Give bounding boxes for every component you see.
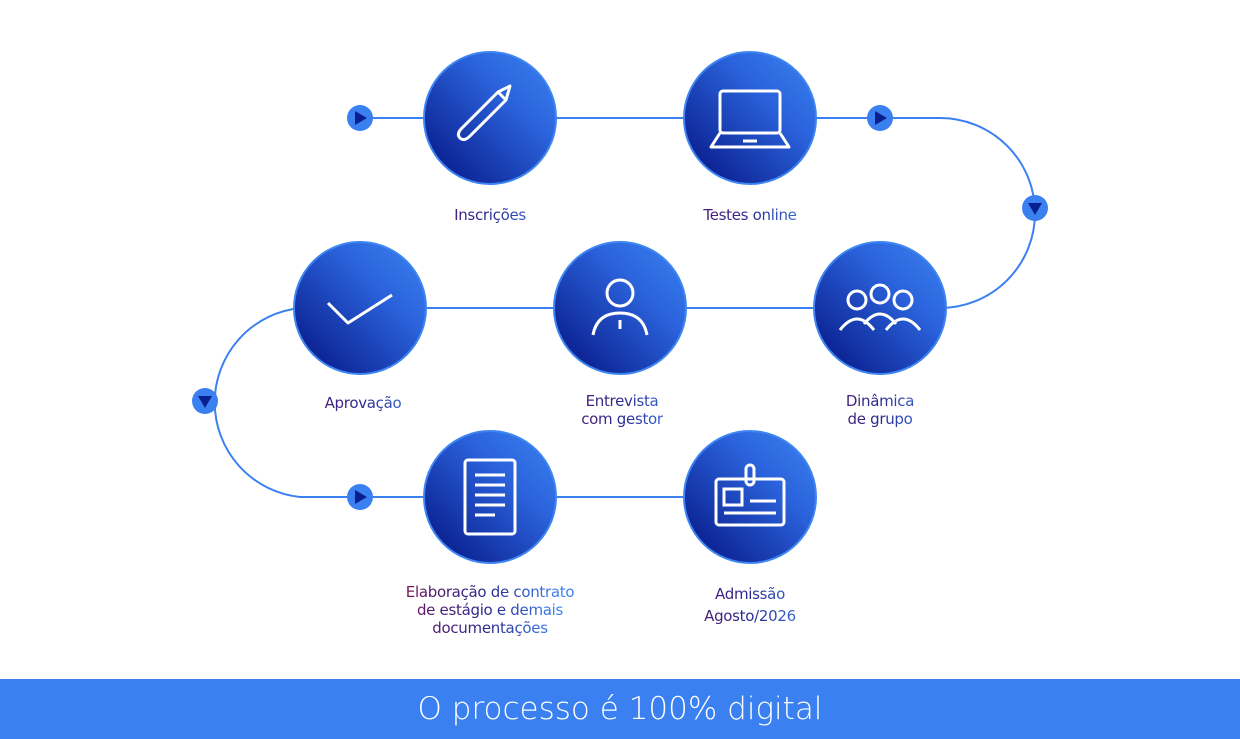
step-label-testes-online: Testes online xyxy=(620,206,880,224)
arrow-right-icon xyxy=(867,105,893,131)
document-icon xyxy=(463,458,517,536)
group-icon xyxy=(838,283,922,331)
arrow-right-icon xyxy=(347,105,373,131)
step-dinamica-de-grupo xyxy=(813,241,947,375)
step-testes-online xyxy=(683,51,817,185)
checkmark-icon xyxy=(326,293,393,325)
step-aprovacao xyxy=(293,241,427,375)
digital-process-banner: O processo é 100% digital xyxy=(0,679,1240,739)
step-entrevista xyxy=(553,241,687,375)
step-label-aprovacao: Aprovação xyxy=(233,394,493,412)
step-inscricoes xyxy=(423,51,557,185)
arrow-down-icon xyxy=(192,388,218,414)
laptop-icon xyxy=(709,89,791,149)
step-label-inscricoes: Inscrições xyxy=(360,206,620,224)
step-contrato xyxy=(423,430,557,564)
arrow-right-icon xyxy=(347,484,373,510)
step-admissao xyxy=(683,430,817,564)
id-badge-icon xyxy=(714,463,786,527)
arrow-down-icon xyxy=(1022,195,1048,221)
pencil-icon xyxy=(456,84,512,142)
person-icon xyxy=(591,278,649,336)
